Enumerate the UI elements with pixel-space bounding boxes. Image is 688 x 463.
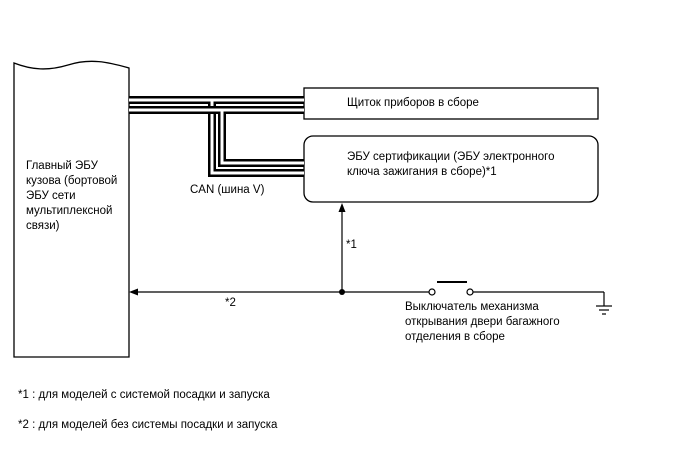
footnote-2: *2 : для моделей без системы посадки и з… [18, 419, 278, 431]
combination-meter-label: Щиток приборов в сборе [347, 97, 479, 109]
main-ecu-label-line: кузова (бортовой [26, 175, 118, 187]
main-ecu-label: Главный ЭБУ кузова (бортовой ЭБУ сети му… [26, 159, 117, 234]
junction-dot [339, 289, 345, 295]
main-ecu-box [13, 60, 130, 358]
can-bus-outer-gap [129, 98, 304, 175]
switch-contact-right [466, 288, 474, 296]
certification-ecu-label: ЭБУ сертификации (ЭБУ электронного ключа… [347, 150, 554, 180]
wire-mark-2: *2 [225, 297, 236, 309]
trunk-opener-switch-label-line: отделения в сборе [405, 331, 505, 343]
trunk-opener-switch-label-line: открывания двери багажного [405, 316, 560, 328]
can-bus-label: CAN (шина V) [190, 184, 265, 196]
wire-mark-1: *1 [346, 239, 357, 251]
main-ecu-label-line: Главный ЭБУ [26, 160, 98, 172]
trunk-opener-switch-label: Выключатель механизма открывания двери б… [405, 300, 560, 345]
combination-meter-box [303, 87, 599, 120]
main-ecu-label-line: связи) [26, 220, 60, 232]
main-ecu-label-line: мультиплексной [26, 205, 113, 217]
can-bus-inner-gap [129, 108, 304, 165]
arrow-to-certification-ecu [338, 203, 346, 212]
certification-ecu-label-line: ЭБУ сертификации (ЭБУ электронного [347, 151, 555, 163]
certification-ecu-label-line: ключа зажигания в сборе)*1 [347, 166, 497, 178]
switch-contact-left [428, 288, 436, 296]
trunk-opener-switch-label-line: Выключатель механизма [405, 301, 539, 313]
arrow-to-main-ecu [129, 288, 138, 296]
can-bus-inner [129, 106, 304, 167]
footnote-1: *1 : для моделей с системой посадки и за… [18, 389, 270, 401]
main-ecu-label-line: ЭБУ сети [26, 190, 76, 202]
